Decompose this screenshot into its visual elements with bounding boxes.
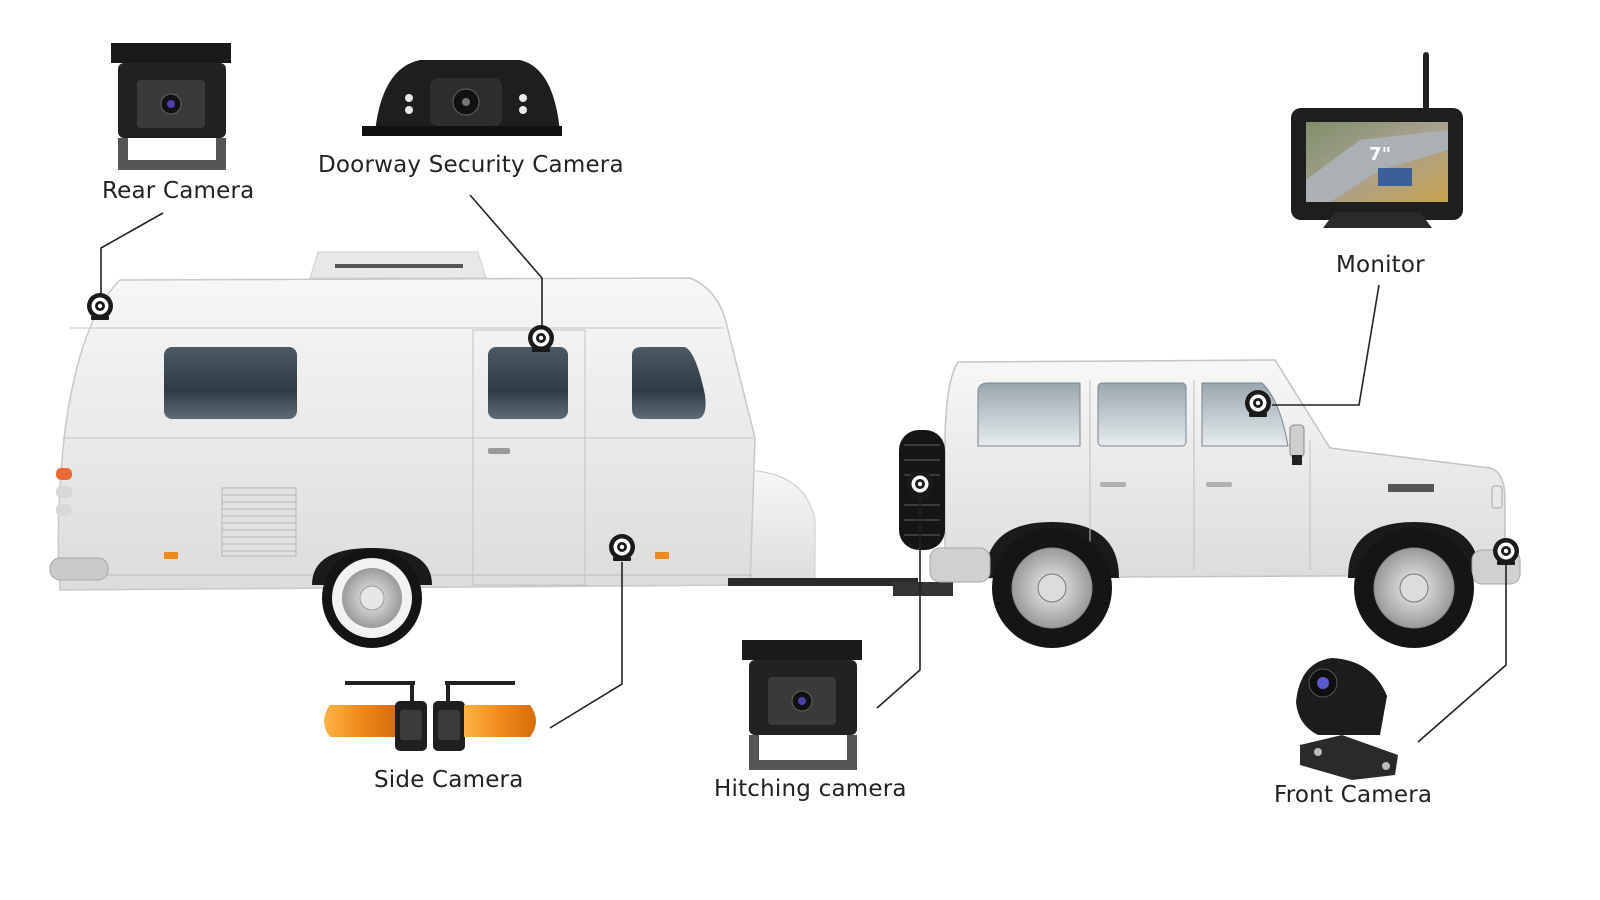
side-camera-label: Side Camera [374,767,524,793]
rear-camera-icon [111,43,231,170]
rear-camera-label: Rear Camera [102,178,255,204]
hitching-camera-icon [742,640,862,770]
leader-lines [100,194,1507,743]
front-camera-icon [1296,658,1398,780]
doorway-camera-label: Doorway Security Camera [318,152,624,178]
hitching-camera-label: Hitching camera [714,776,907,802]
monitor-label: Monitor [1336,252,1425,278]
monitor-screen-size: 7" [1369,144,1392,165]
suv [899,359,1521,648]
monitor-icon [1291,52,1463,228]
doorway-camera-icon [362,60,562,136]
travel-trailer [49,251,953,648]
side-camera-icon [324,681,536,751]
front-camera-label: Front Camera [1274,782,1433,808]
